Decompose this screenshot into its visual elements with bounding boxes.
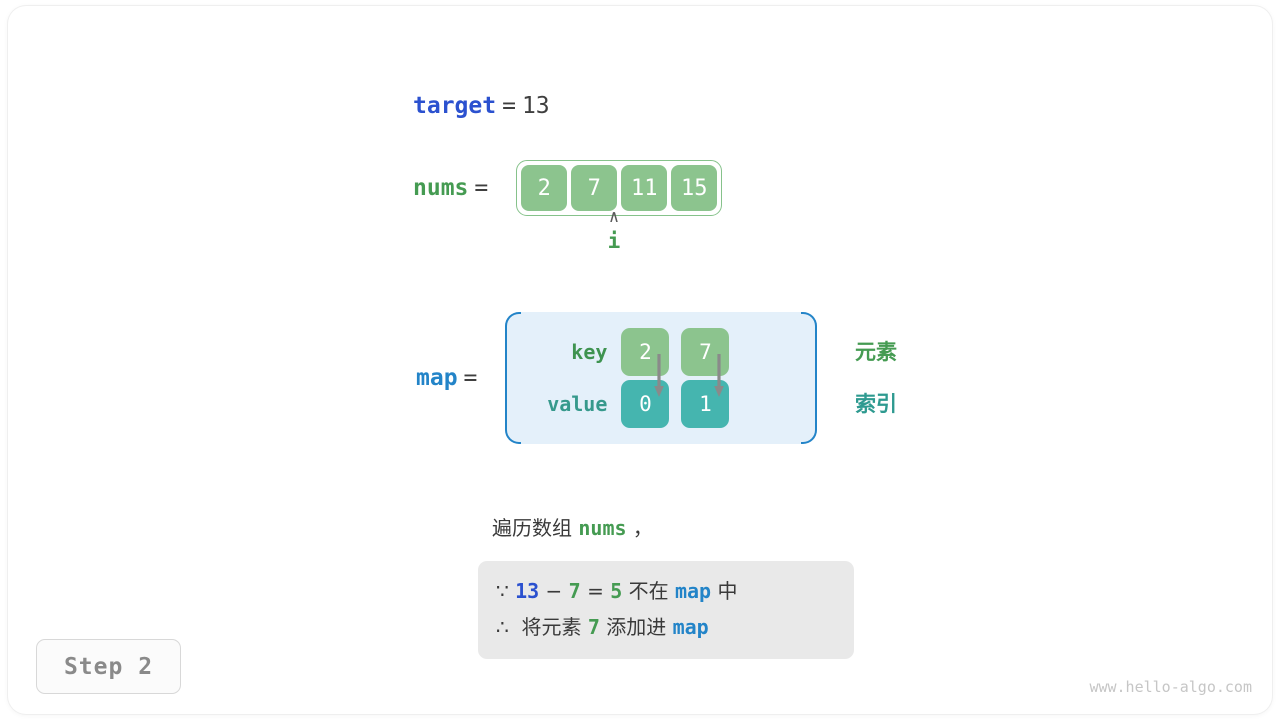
map-side-labels: 元素 索引 bbox=[855, 335, 897, 421]
nums-equals-sign: = bbox=[474, 175, 489, 201]
note-line1-tail-text: 中 bbox=[711, 579, 738, 603]
array-cell: 11 bbox=[620, 164, 669, 212]
array-cell: 2 bbox=[520, 164, 569, 212]
note-added-number: 7 bbox=[587, 615, 600, 639]
side-label-element: 元素 bbox=[855, 340, 897, 364]
map-value-cell: 1 bbox=[681, 380, 730, 428]
array-cell: 7 bbox=[570, 164, 619, 212]
target-variable-label: target bbox=[413, 93, 497, 119]
caption-suffix: ， bbox=[626, 516, 653, 540]
target-value: 13 bbox=[521, 93, 550, 119]
caption-line: 遍历数组 nums ， bbox=[492, 512, 653, 544]
step-badge: Step 2 bbox=[36, 639, 181, 694]
map-key-value-grid: key 2 7 value 0 1 bbox=[535, 326, 733, 430]
note-minus-operator: − bbox=[539, 579, 569, 603]
note-line-2: ∴ 将元素 7 添加进 map bbox=[478, 609, 854, 645]
step-badge-label: Step 2 bbox=[63, 653, 154, 680]
caption-prefix: 遍历数组 bbox=[492, 516, 579, 540]
pointer-label-i: i bbox=[607, 229, 621, 253]
index-pointer: ∧ i bbox=[589, 208, 639, 256]
map-container: key 2 7 value 0 1 bbox=[505, 312, 818, 444]
therefore-symbol-icon: ∴ bbox=[496, 615, 516, 639]
note-equals-operator: = bbox=[580, 579, 611, 603]
caret-up-icon: ∧ bbox=[608, 207, 620, 227]
note-complement-value: 5 bbox=[610, 579, 623, 603]
because-symbol-icon: ∵ bbox=[496, 579, 516, 603]
note-current-number: 7 bbox=[568, 579, 581, 603]
map-variable-label: map bbox=[416, 365, 458, 391]
footer-url: www.hello-algo.com bbox=[1089, 678, 1252, 696]
note-line1-middle-text: 不在 bbox=[622, 579, 675, 603]
note-map-keyword: map bbox=[672, 615, 709, 639]
nums-variable-label: nums bbox=[413, 175, 469, 201]
note-line2-text-2: 添加进 bbox=[599, 615, 673, 639]
note-target-value: 13 bbox=[515, 579, 540, 603]
note-line2-text-1: 将元素 bbox=[515, 615, 588, 639]
note-box: ∵ 13 − 7 = 5 不在 map 中 ∴ 将元素 7 添加进 map bbox=[478, 561, 854, 659]
caption-code-nums: nums bbox=[578, 516, 627, 540]
note-line-1: ∵ 13 − 7 = 5 不在 map 中 bbox=[478, 573, 854, 609]
nums-array-container: 2 7 11 15 bbox=[516, 160, 723, 216]
map-key-cell: 7 bbox=[681, 328, 730, 376]
map-row: map = key 2 7 value 0 1 bbox=[416, 312, 818, 444]
map-bracket-right-icon bbox=[801, 312, 818, 444]
map-bracket-left-icon bbox=[505, 312, 522, 444]
note-map-keyword: map bbox=[674, 579, 712, 603]
target-equals-sign: = bbox=[502, 93, 516, 119]
map-value-cell: 0 bbox=[621, 380, 670, 428]
target-row: target = 13 bbox=[413, 93, 550, 119]
side-label-index: 索引 bbox=[855, 392, 897, 416]
map-equals-sign: = bbox=[463, 365, 478, 391]
nums-row: nums = 2 7 11 15 bbox=[413, 160, 723, 216]
array-cell: 15 bbox=[670, 164, 719, 212]
map-row-label-value: value bbox=[547, 392, 608, 416]
map-row-label-key: key bbox=[571, 340, 608, 364]
map-key-cell: 2 bbox=[621, 328, 670, 376]
